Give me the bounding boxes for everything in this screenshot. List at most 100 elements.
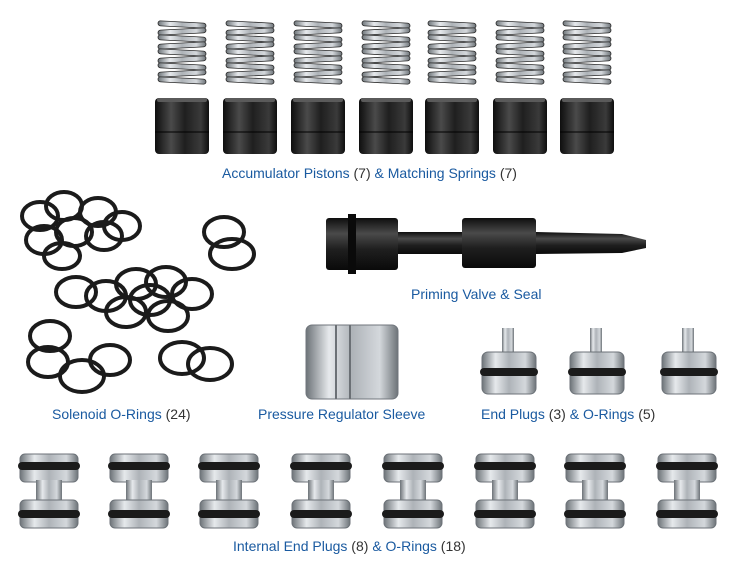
spring-coil <box>562 41 612 50</box>
piston <box>155 98 209 154</box>
end-plug-oring <box>660 368 718 376</box>
spring-coil <box>225 34 275 43</box>
spring-coil <box>495 27 545 36</box>
caption-end-plugs: End Plugs (3) & O-Rings (5) <box>481 406 656 422</box>
priming-valve <box>326 214 646 274</box>
caption-internal-end-plugs: Internal End Plugs (8) & O-Rings (18) <box>233 538 466 554</box>
spring-coil <box>495 62 545 71</box>
spring-coil <box>293 27 343 36</box>
spring-coil <box>495 55 545 64</box>
spring-coil <box>427 27 477 36</box>
end-plug <box>480 328 538 395</box>
piston-rim <box>293 98 343 102</box>
spring-coil <box>157 20 207 29</box>
spring-coil <box>562 62 612 71</box>
spring-coil <box>225 62 275 71</box>
internal-plug-oring <box>382 510 444 518</box>
internal-end-plugs <box>18 453 718 529</box>
spring <box>495 20 545 85</box>
caption-priming-valve: Priming Valve & Seal <box>411 286 542 302</box>
sleeve-body <box>305 324 399 400</box>
spring-coil <box>157 34 207 43</box>
spring-coil <box>293 41 343 50</box>
o-ring <box>128 283 172 317</box>
internal-plug-oring <box>474 462 536 470</box>
piston <box>425 98 479 154</box>
spring-coil <box>157 62 207 71</box>
end-plug-oring <box>568 368 626 376</box>
spring-coil <box>495 76 545 85</box>
spring-coil <box>361 48 411 57</box>
internal-plug-oring <box>18 462 80 470</box>
piston-body <box>155 98 209 154</box>
o-ring <box>186 346 234 382</box>
spring-coil <box>562 20 612 29</box>
spring-coil <box>427 55 477 64</box>
spring-coil <box>293 55 343 64</box>
piston-rim <box>495 98 545 102</box>
piston-body <box>223 98 277 154</box>
spring-coil <box>293 20 343 29</box>
piston-rim <box>361 98 411 102</box>
spring-coil <box>427 41 477 50</box>
valve-land <box>462 218 536 268</box>
internal-end-plug <box>382 453 444 529</box>
spring-coil <box>293 62 343 71</box>
internal-plug-oring <box>198 462 260 470</box>
piston-body <box>560 98 614 154</box>
spring-coil <box>225 55 275 64</box>
valve-seal <box>348 214 356 274</box>
internal-end-plug <box>290 453 352 529</box>
spring-coil <box>427 48 477 57</box>
internal-plug-oring <box>656 462 718 470</box>
spring-coil <box>562 69 612 78</box>
spring-coil <box>562 76 612 85</box>
internal-plug-oring <box>18 510 80 518</box>
piston-rim <box>225 98 275 102</box>
spring-coil <box>361 69 411 78</box>
spring-coil <box>495 48 545 57</box>
spring-coil <box>225 27 275 36</box>
caption-pressure-regulator-sleeve: Pressure Regulator Sleeve <box>258 406 426 422</box>
o-ring <box>42 241 82 271</box>
spring-coil <box>157 27 207 36</box>
spring-coil <box>495 69 545 78</box>
spring <box>225 20 275 85</box>
spring-coil <box>225 69 275 78</box>
spring-coil <box>225 41 275 50</box>
spring-coil <box>157 55 207 64</box>
spring-coil <box>293 48 343 57</box>
piston <box>493 98 547 154</box>
spring <box>562 20 612 85</box>
spring-coil <box>562 34 612 43</box>
valve-land <box>326 218 398 270</box>
internal-plug-oring <box>382 462 444 470</box>
piston-rim <box>157 98 207 102</box>
piston-body <box>291 98 345 154</box>
spring-coil <box>361 20 411 29</box>
internal-end-plug <box>18 453 80 529</box>
piston-rim <box>562 98 612 102</box>
piston <box>560 98 614 154</box>
spring-coil <box>225 48 275 57</box>
spring-coil <box>562 27 612 36</box>
spring-coil <box>427 76 477 85</box>
spring-coil <box>495 20 545 29</box>
spring-coil <box>157 48 207 57</box>
end-plug-stem <box>502 328 514 354</box>
caption-solenoid-orings: Solenoid O-Rings (24) <box>52 406 191 422</box>
o-ring <box>144 265 188 299</box>
spring <box>157 20 207 85</box>
accumulator-pistons <box>155 98 614 154</box>
spring-coil <box>427 62 477 71</box>
spring-coil <box>361 27 411 36</box>
spring-coil <box>225 76 275 85</box>
spring-coil <box>427 34 477 43</box>
internal-plug-oring <box>108 462 170 470</box>
end-plug-oring <box>480 368 538 376</box>
o-ring <box>158 340 206 376</box>
internal-plug-oring <box>290 462 352 470</box>
internal-end-plug <box>656 453 718 529</box>
